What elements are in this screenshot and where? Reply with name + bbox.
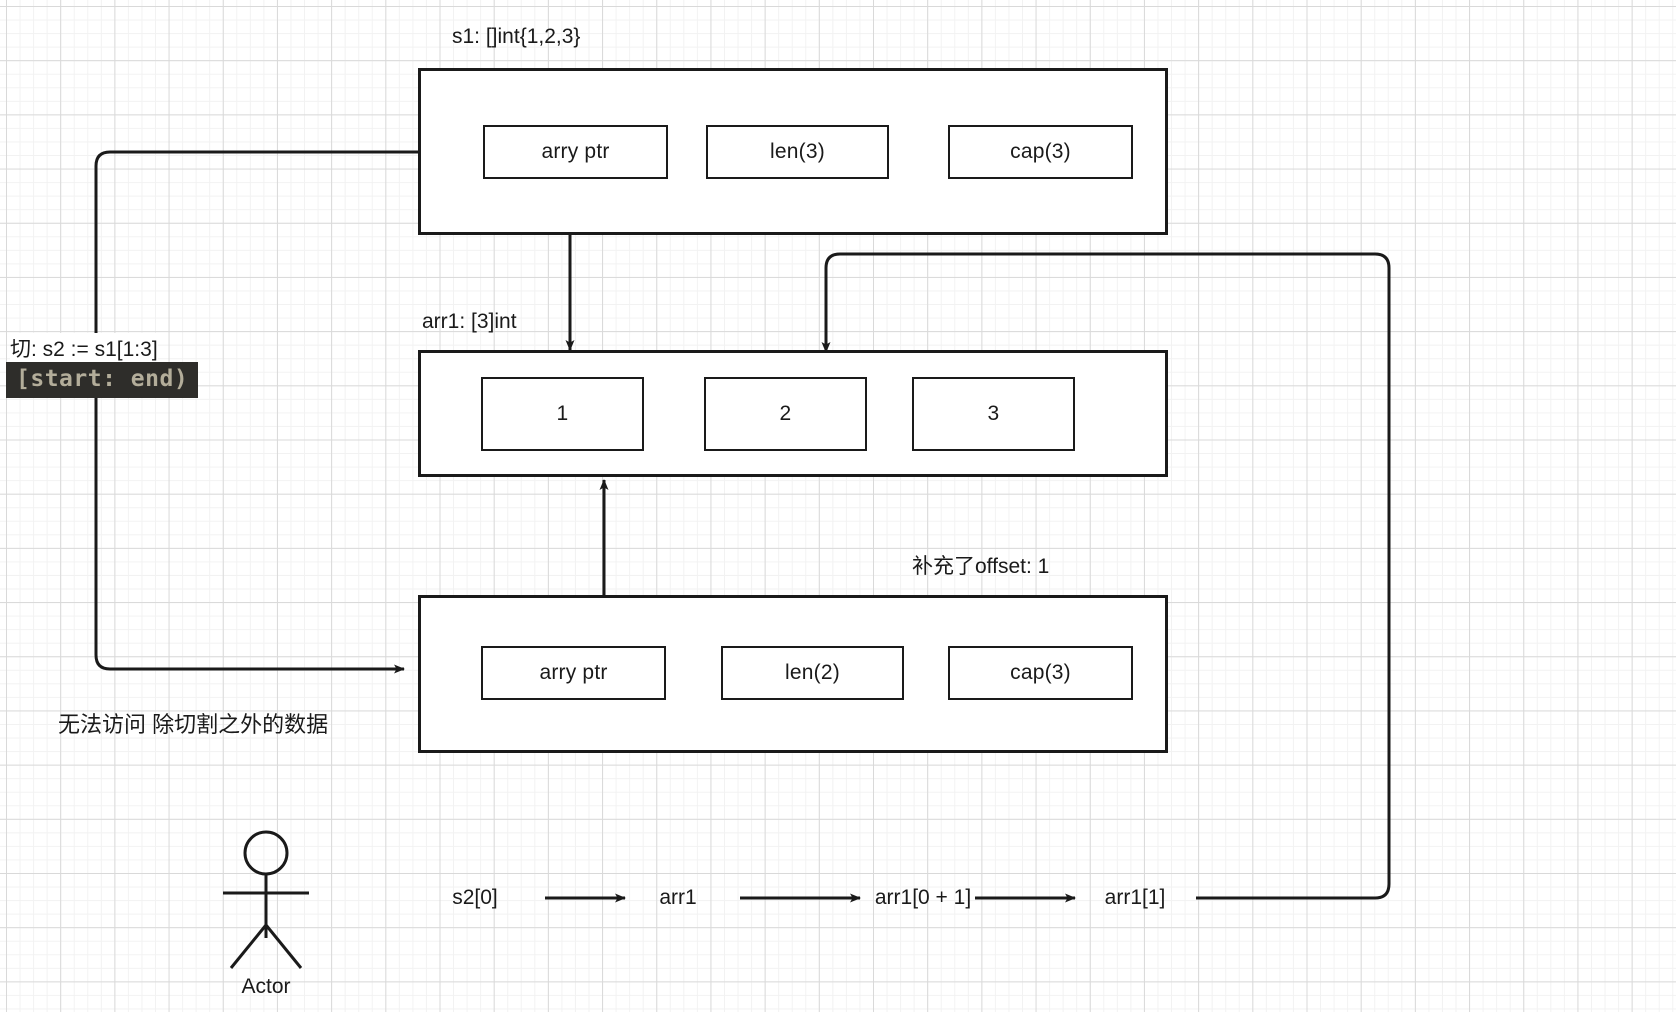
chain-item-arr1-index1: arr1[1] (1104, 886, 1166, 909)
edge-s1-to-s2-left (94, 150, 418, 674)
arr1-title: arr1: [3]int (422, 310, 517, 333)
s1-cell-array-ptr[interactable]: arry ptr (483, 125, 668, 179)
s2-struct-box[interactable]: arry ptr len(2) cap(3) (418, 595, 1168, 753)
s2-cell-array-ptr[interactable]: arry ptr (481, 646, 666, 700)
arr1-cell-1[interactable]: 2 (704, 377, 867, 451)
s1-struct-box[interactable]: arry ptr len(3) cap(3) (418, 68, 1168, 235)
s2-cell-len[interactable]: len(2) (721, 646, 904, 700)
arr1-cell-0[interactable]: 1 (481, 377, 644, 451)
arr1-array-box[interactable]: 1 2 3 (418, 350, 1168, 477)
chain-item-s2-index0: s2[0] (452, 886, 498, 909)
offset-title: 补充了offset: 1 (912, 555, 1050, 578)
s1-title: s1: []int{1,2,3} (452, 25, 581, 48)
no-access-note: 无法访问 除切割之外的数据 (58, 712, 329, 737)
actor-label: Actor (241, 975, 291, 998)
actor-figure (223, 830, 309, 969)
arr1-cell-2[interactable]: 3 (912, 377, 1075, 451)
chain-item-arr1-offset-expr: arr1[0 + 1] (874, 886, 972, 909)
s1-cell-len[interactable]: len(3) (706, 125, 889, 179)
slice-expression-note: 切: s2 := s1[1:3] (10, 333, 158, 363)
slice-range-code-badge: [start: end) (6, 362, 199, 398)
chain-item-arr1: arr1 (659, 886, 697, 909)
s1-cell-cap[interactable]: cap(3) (948, 125, 1133, 179)
s2-cell-cap[interactable]: cap(3) (948, 646, 1133, 700)
